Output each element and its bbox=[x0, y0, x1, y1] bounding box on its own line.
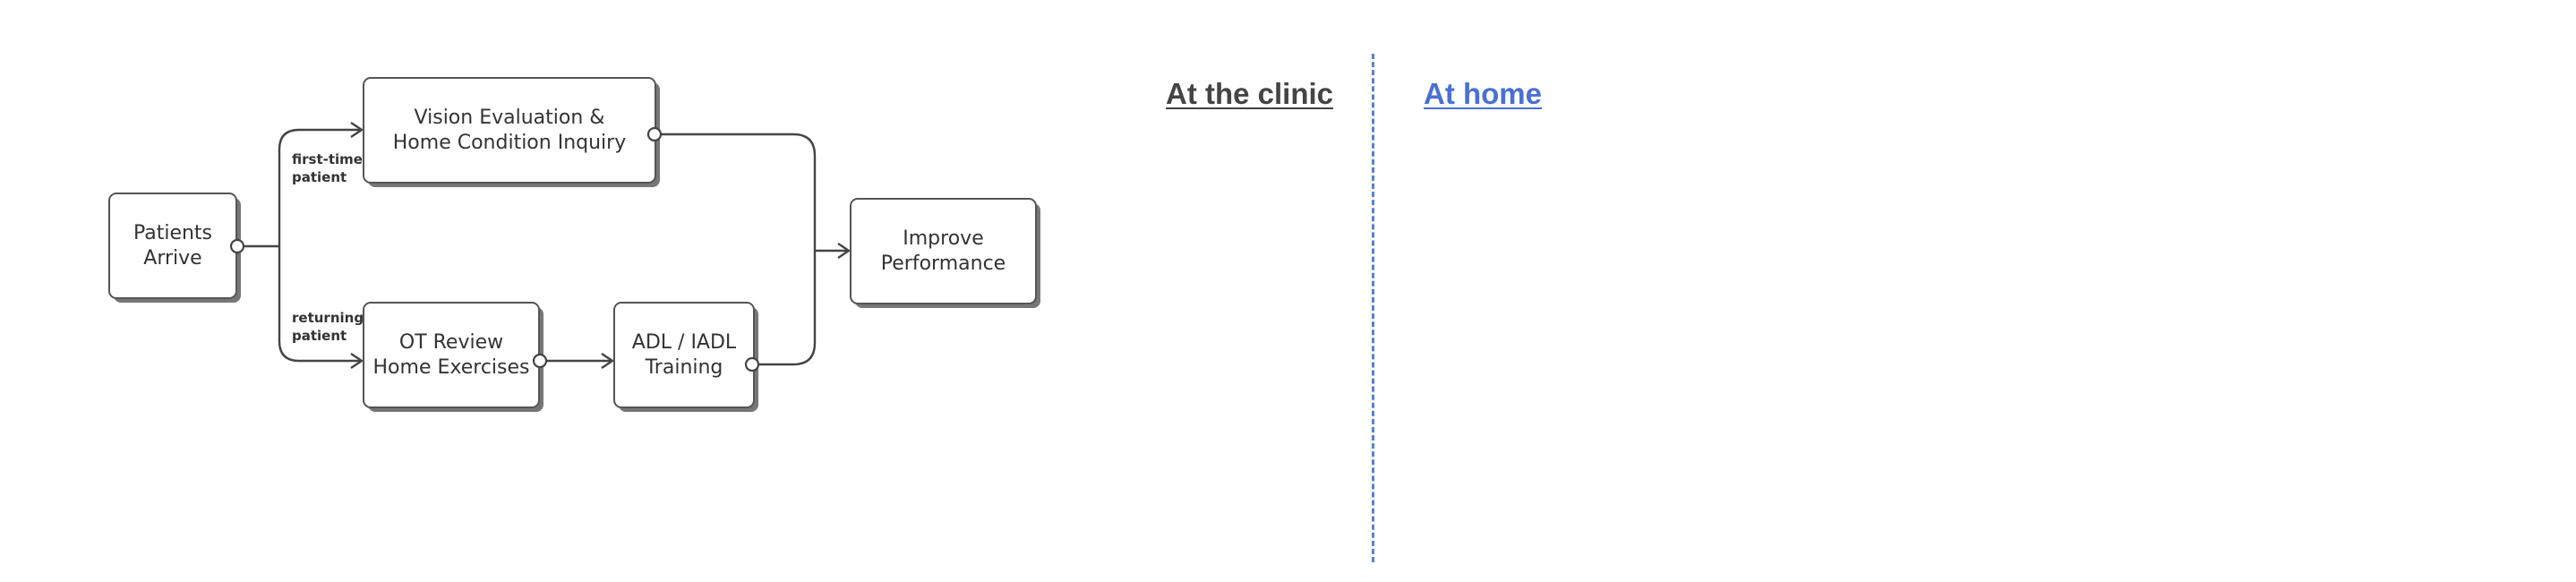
first-time-patient-label: first-time patient bbox=[292, 150, 363, 186]
improve-performance-node bbox=[850, 198, 1037, 304]
vision-evaluation-line-2: Home Condition Inquiry bbox=[392, 131, 627, 154]
ot-review-port bbox=[532, 353, 548, 369]
first-time-line-1: first-time bbox=[292, 151, 363, 167]
adl-training-node bbox=[613, 302, 755, 408]
returning-patient-label: returning patient bbox=[292, 309, 364, 345]
patients-arrive-label: Patients Arrive bbox=[109, 193, 236, 298]
connector-adl-to-merge bbox=[759, 251, 817, 366]
adl-training-line-1: ADL / IADL bbox=[631, 330, 737, 354]
vision-evaluation-line-1: Vision Evaluation & bbox=[414, 106, 605, 129]
vision-evaluation-label: Vision Evaluation & Home Condition Inqui… bbox=[364, 78, 655, 183]
improve-performance-label: Improve Performance bbox=[851, 199, 1036, 304]
returning-line-1: returning bbox=[292, 310, 364, 326]
returning-line-2: patient bbox=[292, 328, 347, 344]
ot-review-label: OT Review Home Exercises bbox=[364, 303, 539, 407]
adl-training-port bbox=[744, 356, 760, 372]
tab-at-home[interactable]: At home bbox=[1424, 77, 1542, 110]
improve-performance-line-1: Improve bbox=[903, 227, 984, 250]
flow-diagram bbox=[108, 77, 1040, 412]
connector-vision-to-merge bbox=[661, 133, 817, 251]
ot-review-line-1: OT Review bbox=[398, 330, 504, 354]
patients-arrive-line-1: Patients bbox=[133, 221, 213, 244]
adl-training-line-2: Training bbox=[645, 355, 723, 379]
vision-evaluation-port bbox=[646, 126, 663, 142]
ot-review-line-2: Home Exercises bbox=[372, 355, 530, 379]
patients-arrive-line-2: Arrive bbox=[143, 246, 202, 270]
adl-training-label: ADL / IADL Training bbox=[614, 303, 754, 407]
first-time-line-2: patient bbox=[292, 169, 347, 185]
tab-at-the-clinic[interactable]: At the clinic bbox=[1166, 77, 1334, 110]
patients-arrive-port bbox=[229, 238, 245, 254]
improve-performance-line-2: Performance bbox=[880, 252, 1006, 275]
tab-divider bbox=[1372, 54, 1374, 562]
connector-to-ot-review bbox=[278, 246, 362, 361]
connector-to-vision-evaluation bbox=[278, 130, 362, 246]
